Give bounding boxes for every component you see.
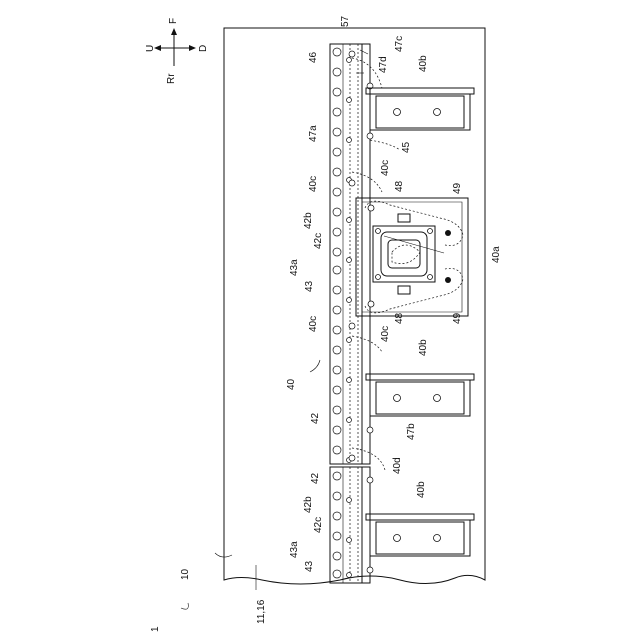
label-57: 57 [340,15,351,27]
rail-lower [330,467,370,583]
label-40: 40 [286,378,297,390]
label-40c-4: 40c [380,326,391,342]
label-47b: 47b [406,423,417,440]
direction-rear: Rr [166,73,177,84]
label-40a: 40a [491,246,502,263]
direction-down: D [198,45,209,52]
label-47d: 47d [378,56,389,73]
label-47a: 47a [308,125,319,142]
label-46: 46 [308,51,319,63]
label-11-16: 11,16 [256,599,267,624]
direction-front: F [168,18,179,24]
label-45: 45 [401,141,412,153]
reference-labels: 57 46 47c 47d 40b 47a 45 40c 40c 48 49 4… [150,15,502,632]
label-47c: 47c [394,36,405,52]
bracket-40b-middle [366,374,474,416]
label-42b-1: 42b [303,212,314,229]
label-40b-top: 40b [418,55,429,72]
direction-indicator: F U D Rr [145,18,209,84]
label-40b-middle: 40b [418,339,429,356]
label-43a-1: 43a [289,259,300,276]
label-40b-bottom: 40b [416,481,427,498]
label-40c-3: 40c [308,316,319,332]
label-49-top: 49 [452,182,463,194]
label-40d: 40d [392,457,403,474]
label-42c-1: 42c [313,233,324,249]
panel-outline [224,28,485,584]
direction-up: U [145,45,156,52]
label-48-bottom: 48 [394,312,405,324]
bracket-40b-top [366,88,474,130]
label-42-2: 42 [310,472,321,484]
bracket-40b-bottom [366,514,474,556]
label-48-top: 48 [394,180,405,192]
label-10: 10 [180,568,191,580]
label-42c-2: 42c [313,517,324,533]
label-43a-2: 43a [289,541,300,558]
label-1: 1 [150,626,161,632]
label-42-1: 42 [310,412,321,424]
label-42b-2: 42b [303,496,314,513]
label-40c-2: 40c [380,160,391,176]
rollers [333,48,352,578]
label-43-1: 43 [304,280,315,292]
label-43-2: 43 [304,560,315,572]
label-40c-1: 40c [308,176,319,192]
actuator-unit-40a [356,198,468,316]
label-49-bottom: 49 [452,312,463,324]
